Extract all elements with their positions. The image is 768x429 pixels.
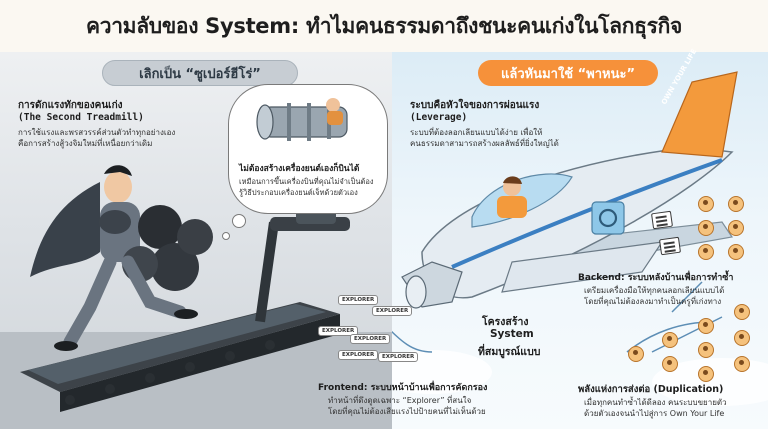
page-title: ความลับของ System: ทำไมคนธรรมดาถึงชนะคนเ… [85,13,683,38]
leverage-en: (Leverage) [410,112,468,123]
right-pill: แล้วหันมาใช้ “พาหนะ” [478,60,658,86]
second-treadmill-en: (The Second Treadmill) [18,112,144,123]
thought-bubble: ไม่ต้องสร้างเครื่องยนต์เองก็บินได้ เหมือ… [228,84,388,214]
explorer-tag: EXPLORER [338,295,379,305]
duplication-desc-2: ด้วยตัวเองจนนำไปสู่การ Own Your Life [584,409,725,418]
explorer-tag: EXPLORER [350,334,391,344]
person-icon [734,304,750,320]
person-icon [662,356,678,372]
title-bar: ความลับของ System: ทำไมคนธรรมดาถึงชนะคนเ… [0,0,768,52]
duplication-desc-1: เมื่อทุกคนทำซ้ำได้ดีลอง คนระบบขยายตัว [584,398,727,407]
person-icon [698,220,714,236]
bubble-tail-small [222,232,230,240]
backend-title: Backend: ระบบหลังบ้านเพื่อการทำซ้ำ [578,273,734,283]
left-pill: เลิกเป็น “ซูเปอร์ฮีโร่” [102,60,298,86]
explorer-tag: EXPLORER [318,326,359,336]
second-treadmill-desc-2: คือการสร้างสู้วงจิมใหม่ที่เหนื่อยกว่าเดิ… [18,139,153,148]
explorer-tag: EXPLORER [372,306,413,316]
explorer-tag: EXPLORER [378,352,419,362]
person-icon [734,356,750,372]
bubble-desc-1: เหมือนการขึ้นเครื่องบินที่คุณไม่จำเป็นต้… [239,177,374,186]
frontend-title: Frontend: ระบบหน้าบ้านเพื่อการคัดกรอง [318,383,488,393]
complete-system-line-2: System [490,328,534,340]
person-icon [698,366,714,382]
leverage-title: ระบบคือหัวใจของการผ่อนแรง [410,100,540,111]
backend-desc-1: เตรียมเครื่องมือให้ทุกคนลอกเลียนแบบได้ [584,286,725,295]
complete-system-line-3: ที่สมบูรณ์แบบ [478,346,541,358]
bubble-desc-2: รู้วิธีประกอบเครื่องยนต์เจ็ทด้วยตัวเอง [239,188,358,197]
leverage-desc-1: ระบบที่ต้องลอกเลียนแบบได้ง่าย เพื่อให้ [410,128,543,137]
person-icon [728,220,744,236]
bubble-tail-large [232,214,246,228]
person-icon [728,196,744,212]
person-icon [698,318,714,334]
airplane-illustration [392,71,768,406]
complete-system-line-1: โครงสร้าง [482,316,529,328]
bubble-title: ไม่ต้องสร้างเครื่องยนต์เองก็บินได้ [239,164,360,174]
person-icon [698,342,714,358]
person-icon [628,346,644,362]
leverage-desc-2: คนธรรมดาสามารถสร้างผลลัพธ์ที่ยิ่งใหญ่ได้ [410,139,559,148]
backend-desc-2: โดยที่คุณไม่ต้องลงมาทำเป็นครูที่เก่งทาง [584,297,722,306]
duplication-title: พลังแห่งการส่งต่อ (Duplication) [578,384,724,395]
frontend-desc-1: ทำหน้าที่ดึงดูดเฉพาะ “Explorer” ที่สนใจ [328,396,472,405]
jet-engine-illustration [256,98,348,141]
document-icon [658,236,682,256]
document-icon [650,210,674,230]
person-icon [662,332,678,348]
person-icon [698,244,714,260]
treadmill-illustration [0,165,392,429]
person-icon [728,244,744,260]
frontend-desc-2: โดยที่คุณไม่ต้องเสียแรงไปป้ายคนที่ไม่เห็… [328,407,486,416]
person-icon [734,330,750,346]
second-treadmill-desc-1: การใช้แรงและพรสวรรค์ส่วนตัวทำทุกอย่างเอง [18,128,176,137]
explorer-tag: EXPLORER [338,350,379,360]
second-treadmill-title: การดักแรงทักของคนเก่ง [18,100,123,111]
person-icon [698,196,714,212]
